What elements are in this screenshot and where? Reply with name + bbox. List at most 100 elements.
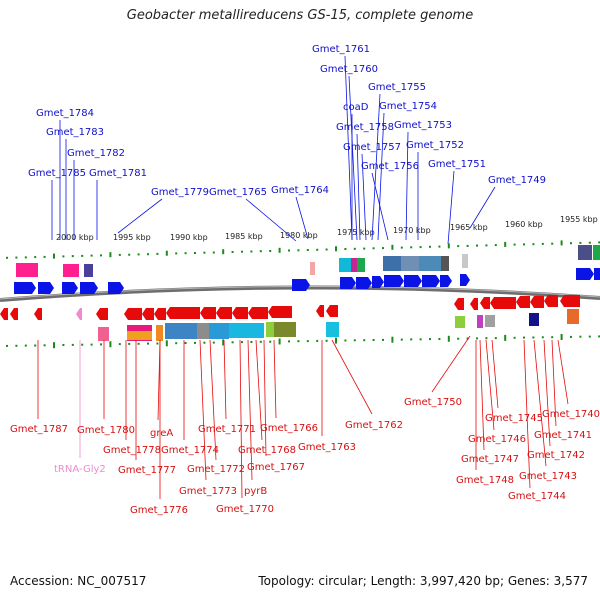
gene-label[interactable]: Gmet_1772 <box>187 464 245 475</box>
gene-label[interactable]: Gmet_1774 <box>161 445 219 456</box>
gene-label[interactable]: Gmet_1745 <box>485 413 543 424</box>
leader-line <box>533 339 547 467</box>
gene-label[interactable]: pyrB <box>244 486 267 497</box>
gene-label[interactable]: greA <box>150 428 173 439</box>
gene-label[interactable]: Gmet_1747 <box>461 454 519 465</box>
minor-tick <box>400 246 403 249</box>
gene-label[interactable]: Gmet_1744 <box>508 491 566 502</box>
gene-label[interactable]: Gmet_1762 <box>345 420 403 431</box>
forward-gene-arrow <box>404 275 422 287</box>
forward-gene-arrow <box>594 268 600 280</box>
minor-tick <box>372 339 375 341</box>
gene-label[interactable]: Gmet_1783 <box>46 127 104 138</box>
leader-line <box>223 339 227 420</box>
minor-tick <box>269 340 272 343</box>
gene-label[interactable]: Gmet_1755 <box>368 82 426 93</box>
gene-label[interactable]: Gmet_1787 <box>10 424 68 435</box>
forward-gene-arrow <box>14 282 36 294</box>
gene-label[interactable]: Gmet_1782 <box>67 148 125 159</box>
gene-label[interactable]: Gmet_1778 <box>103 445 161 456</box>
minor-tick <box>523 243 525 246</box>
gene-label[interactable]: Gmet_1742 <box>527 450 585 461</box>
gene-label[interactable]: Gmet_1777 <box>118 465 176 476</box>
feature-block <box>266 322 274 337</box>
minor-tick <box>6 256 8 259</box>
minor-tick <box>382 338 384 341</box>
gene-label[interactable]: Gmet_1784 <box>36 108 94 119</box>
gene-label[interactable]: Gmet_1749 <box>488 175 546 186</box>
minor-tick <box>15 256 18 259</box>
gene-label[interactable]: Gmet_1743 <box>519 471 577 482</box>
gene-label[interactable]: Gmet_1740 <box>542 409 600 420</box>
minor-tick <box>316 339 319 342</box>
gene-label[interactable]: Gmet_1748 <box>456 475 514 486</box>
gene-label[interactable]: Gmet_1753 <box>394 120 452 131</box>
minor-tick <box>156 342 159 345</box>
minor-tick <box>494 337 497 340</box>
feature-block <box>578 245 592 260</box>
gene-label[interactable]: coaD <box>343 102 369 113</box>
gene-label[interactable]: Gmet_1751 <box>428 159 486 170</box>
topology-text: Topology: circular; Length: 3,997,420 bp… <box>258 574 588 588</box>
feature-block <box>477 315 483 328</box>
leader-line <box>371 172 389 241</box>
gene-label[interactable]: Gmet_1758 <box>336 122 394 133</box>
minor-tick <box>250 250 253 253</box>
minor-tick <box>353 339 356 342</box>
minor-tick <box>476 244 478 247</box>
gene-label[interactable]: Gmet_1773 <box>179 486 237 497</box>
gene-label[interactable]: Gmet_1768 <box>238 445 296 456</box>
minor-tick <box>203 341 206 344</box>
gene-label[interactable]: Gmet_1766 <box>260 423 318 434</box>
minor-tick <box>212 341 215 344</box>
gene-label[interactable]: Gmet_1757 <box>343 142 401 153</box>
feature-block <box>567 309 579 324</box>
scale-label: 1965 kbp <box>450 223 488 232</box>
gene-label[interactable]: Gmet_1763 <box>298 442 356 453</box>
feature-block <box>197 323 209 339</box>
gene-label[interactable]: Gmet_1765 <box>209 187 267 198</box>
leader-line <box>361 153 367 241</box>
minor-tick <box>288 249 290 252</box>
gene-label[interactable]: Gmet_1764 <box>271 185 329 196</box>
minor-tick <box>118 343 121 346</box>
gene-label[interactable]: Gmet_1754 <box>379 101 437 112</box>
gene-label[interactable]: Gmet_1750 <box>404 397 462 408</box>
gene-label[interactable]: tRNA-Gly2 <box>54 464 106 475</box>
gene-label[interactable]: Gmet_1760 <box>320 64 378 75</box>
gene-label[interactable]: Gmet_1756 <box>361 161 419 172</box>
major-tick <box>447 243 450 249</box>
gene-label[interactable]: Gmet_1741 <box>534 430 592 441</box>
minor-tick <box>400 338 403 341</box>
top-gene-labels: Gmet_1761 Gmet_1760 Gmet_1755 Gmet_1754 … <box>28 44 546 198</box>
leader-line <box>239 339 243 499</box>
forward-gene-arrow <box>422 275 440 287</box>
leader-line <box>469 186 496 229</box>
gene-label[interactable]: Gmet_1781 <box>89 168 147 179</box>
major-tick <box>109 252 112 258</box>
minor-tick <box>438 338 441 340</box>
reverse-gene-arrow <box>76 308 82 320</box>
forward-gene-arrow <box>62 282 78 294</box>
gene-label[interactable]: Gmet_1767 <box>247 462 305 473</box>
gene-label[interactable]: Gmet_1761 <box>312 44 370 55</box>
leader-line <box>523 339 531 489</box>
gene-label[interactable]: Gmet_1771 <box>198 424 256 435</box>
minor-tick <box>513 243 516 246</box>
minor-tick <box>541 336 544 339</box>
gene-label[interactable]: Gmet_1752 <box>406 140 464 151</box>
minor-tick <box>429 338 431 341</box>
leader-line <box>117 198 163 234</box>
gene-label[interactable]: Gmet_1776 <box>130 505 188 516</box>
gene-label[interactable]: Gmet_1780 <box>77 425 135 436</box>
minor-tick <box>90 343 93 346</box>
gene-label[interactable]: Gmet_1785 <box>28 168 86 179</box>
gene-label[interactable]: Gmet_1770 <box>216 504 274 515</box>
leader-line <box>247 339 253 481</box>
gene-label[interactable]: Gmet_1779 <box>151 187 209 198</box>
leader-line <box>356 133 361 241</box>
leader-line <box>199 339 207 481</box>
forward-gene-arrow <box>108 282 124 294</box>
gene-label[interactable]: Gmet_1746 <box>468 434 526 445</box>
